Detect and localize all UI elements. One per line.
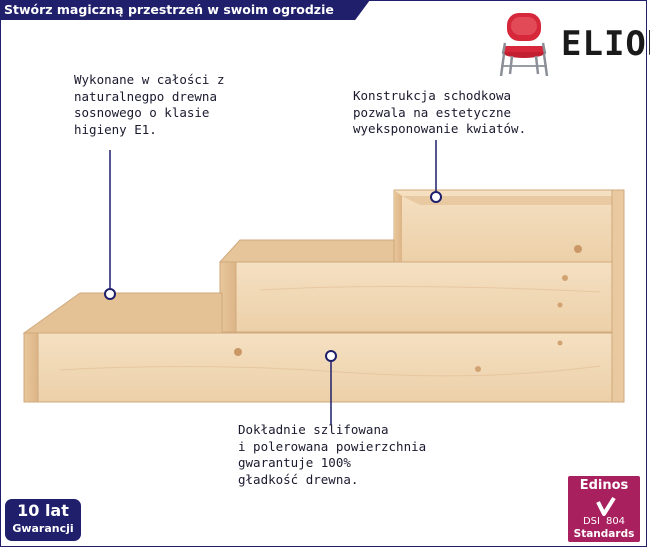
edinos-codes: DSI 804 — [568, 516, 640, 528]
brand-logo: ELIOR — [495, 10, 650, 78]
brand-name: ELIOR — [561, 24, 650, 64]
bottom-tier — [22, 285, 613, 403]
edinos-title: Edinos — [579, 478, 629, 493]
page-title: Stwórz magiczną przestrzeń w swoim ogrod… — [0, 0, 370, 20]
callout-construction: Konstrukcja schodkowa pozwala na estetyc… — [353, 88, 527, 136]
warranty-badge: 10 lat Gwarancji — [5, 499, 81, 541]
callout-finish: Dokładnie szlifowana i polerowana powier… — [238, 422, 427, 487]
edinos-standards: Standards — [573, 528, 635, 540]
warranty-value: 10 lat — [17, 501, 69, 520]
edinos-right-code: 804 — [605, 516, 626, 527]
callout-lines — [104, 140, 442, 425]
warranty-label: Gwarancji — [12, 522, 74, 535]
edinos-badge: Edinos DSI 804 Standards — [568, 476, 640, 542]
top-tier — [393, 189, 625, 403]
red-chair-icon — [499, 13, 549, 77]
checkmark-icon — [596, 496, 616, 516]
edinos-left-code: DSI — [582, 516, 600, 527]
callout-material: Wykonane w całości z naturalnegpo drewna… — [74, 72, 225, 137]
middle-tier — [218, 239, 613, 333]
